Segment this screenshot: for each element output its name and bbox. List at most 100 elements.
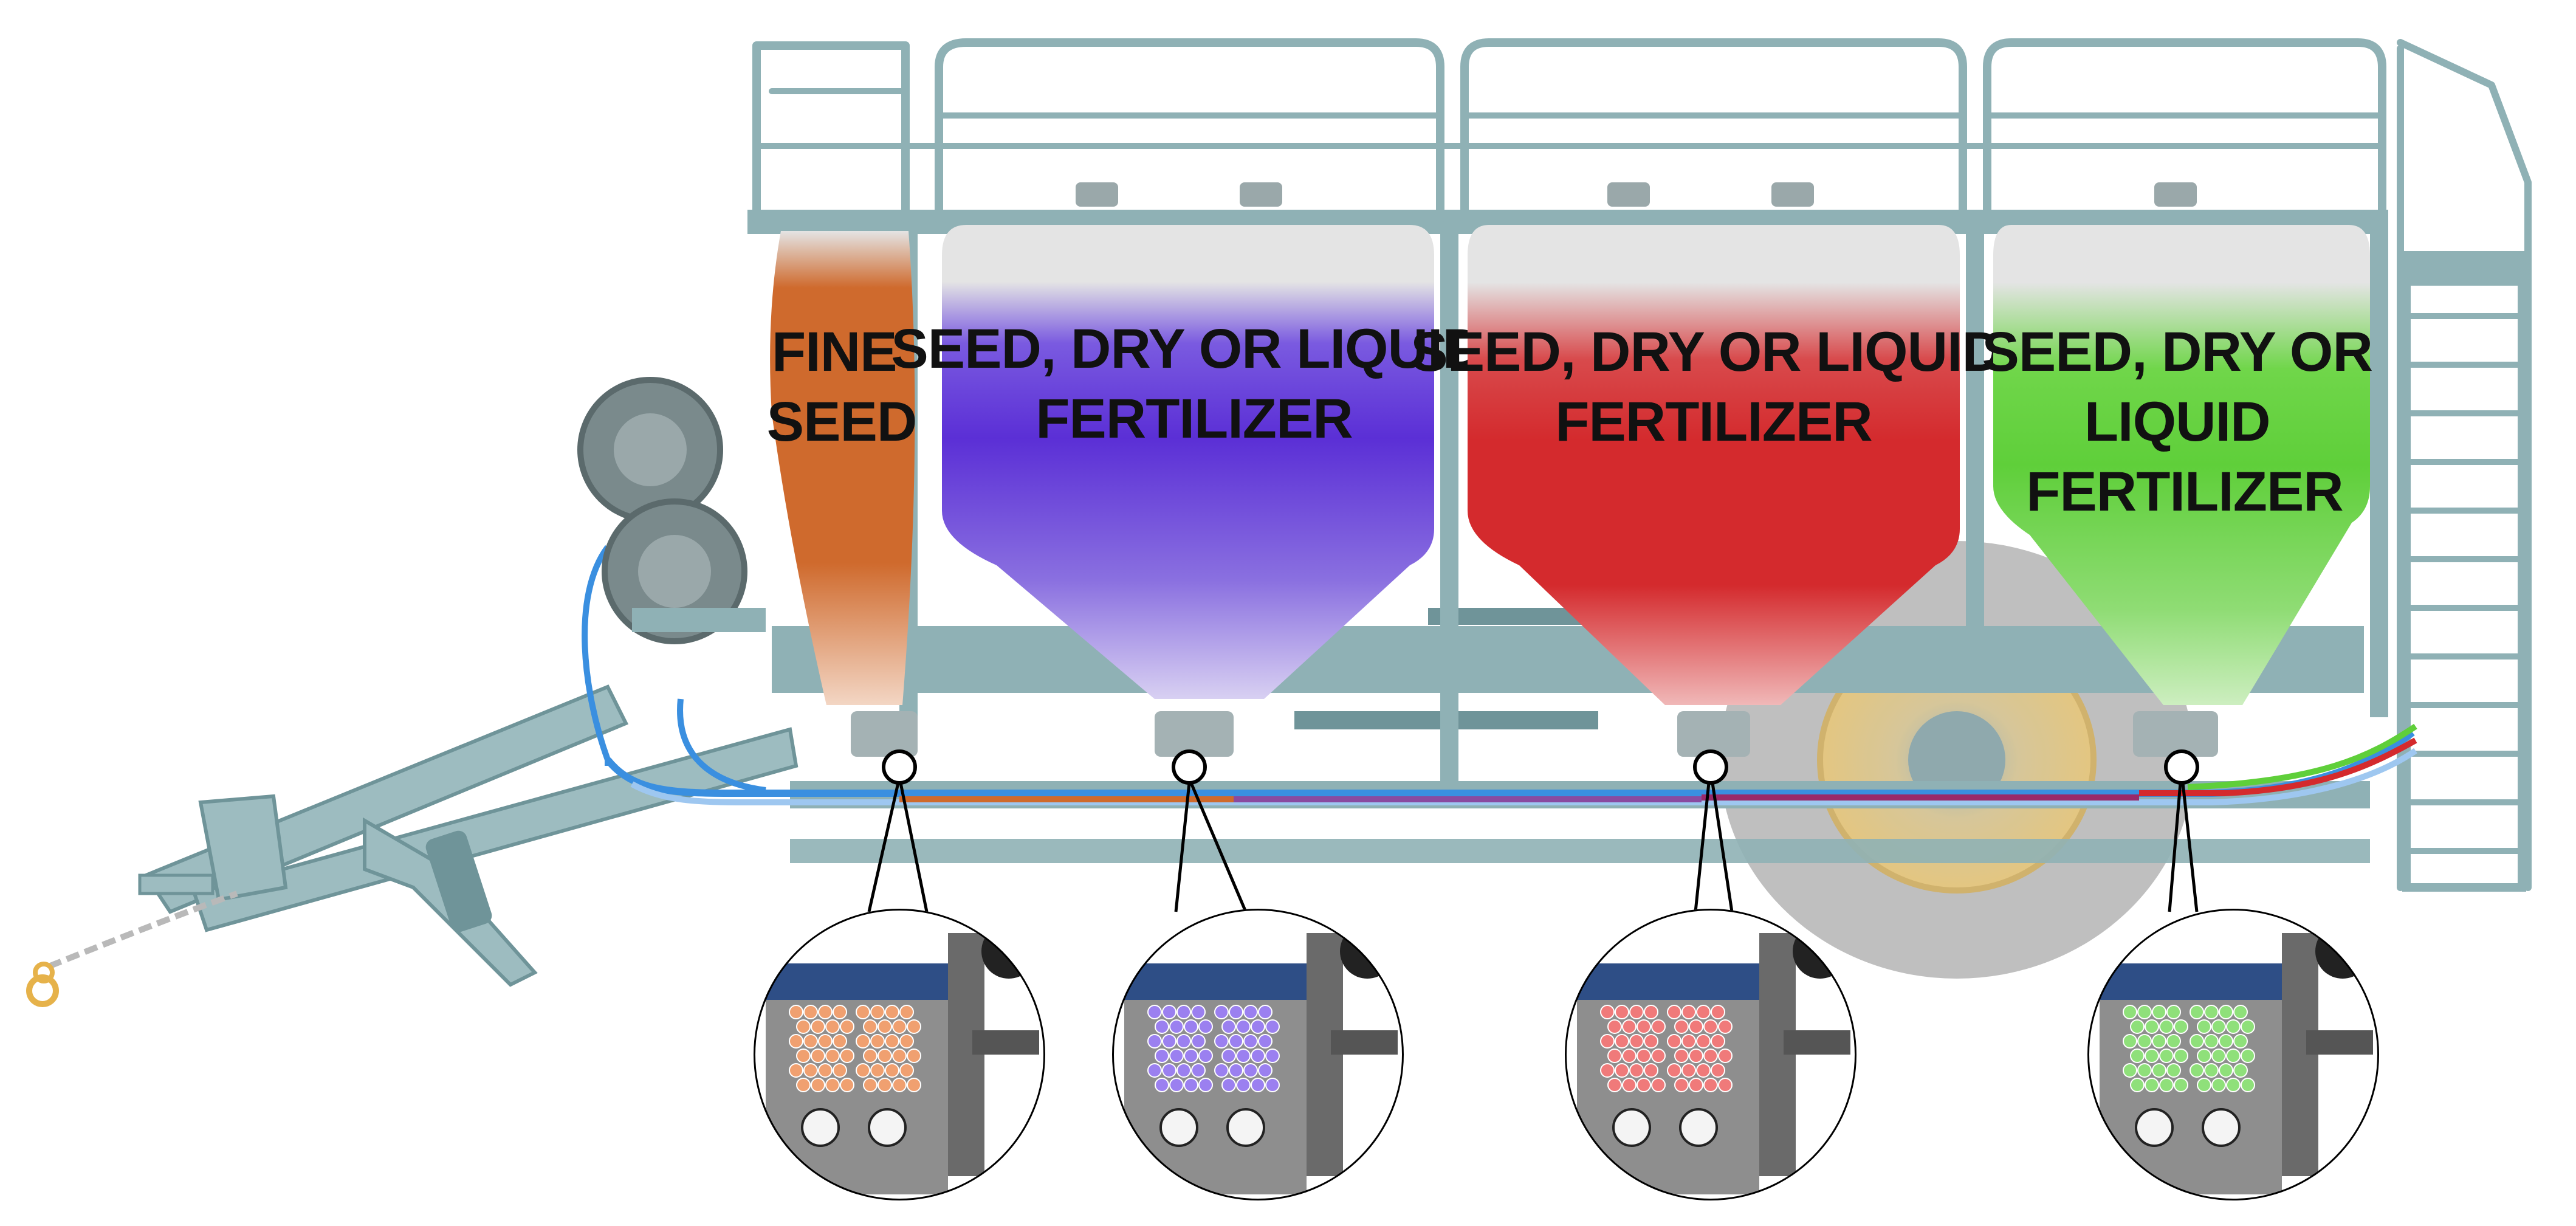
meter-detail-particle [2152,1034,2166,1049]
meter-detail-particle [892,1019,907,1034]
meter-detail-particle [1711,1034,1725,1049]
meter-detail-particle [899,1005,914,1019]
meter-detail-particle [878,1019,892,1034]
meter-detail-housing [1577,988,1759,1194]
meter-detail-particle [1607,1049,1622,1063]
meter-detail-roller [1124,963,1307,1000]
tank-2-line-1: SEED, DRY OR LIQUID [1410,321,2002,383]
meter-detail-particle [825,1078,840,1092]
meter-detail-particle [1191,1005,1206,1019]
meter-detail-particle [2174,1019,2188,1034]
meter-detail-particle [2123,1005,2137,1019]
meter-detail-particle [1236,1078,1251,1092]
meter-detail-particle [856,1063,870,1078]
meter-detail-particle [833,1005,847,1019]
meter-detail-particle [2211,1078,2226,1092]
meter-detail-particle [870,1034,885,1049]
meter-detail-particle [2241,1019,2255,1034]
meter-detail-particle [1221,1019,1236,1034]
meter-detail-particle [856,1034,870,1049]
meter-detail-particle [1184,1019,1198,1034]
meter-detail-particle [2226,1078,2241,1092]
meter-detail-particle [1644,1005,1658,1019]
meter-detail-particle [2152,1063,2166,1078]
meter-detail-particle [2233,1034,2248,1049]
meter-detail-particle [1169,1019,1184,1034]
meter-detail-particle [1251,1049,1265,1063]
meter-detail-particle [2174,1049,2188,1063]
meter-detail-particle [2190,1063,2204,1078]
meter-detail-particle [1615,1034,1629,1049]
meter-detail-particle [1265,1049,1280,1063]
meter-detail-particle [1651,1019,1666,1034]
tank-meters [851,711,2218,757]
meter-detail-particle [1155,1019,1169,1034]
meter-detail-particle [1243,1034,1258,1049]
meter-detail-housing [1124,988,1307,1194]
meter-detail-particle [1644,1063,1658,1078]
meter-detail-particle [1600,1063,1615,1078]
meter-detail-particle [2241,1049,2255,1063]
meter-detail-particle [885,1063,899,1078]
meter-detail-particle [1155,1049,1169,1063]
tank-fine-seed-line-2: SEED [767,391,917,453]
meter-detail-particle [1600,1034,1615,1049]
meter-detail-particle [2219,1034,2233,1049]
meter-detail-housing [766,988,948,1194]
meter-detail-particle [907,1049,921,1063]
meter-detail-particle [803,1063,818,1078]
meter-detail-particle [1258,1005,1273,1019]
meter-detail-particle [833,1063,847,1078]
meter-detail-particle [1229,1063,1243,1078]
meter-detail-particle [1184,1078,1198,1092]
tank-3-line-3: FERTILIZER [2026,461,2343,523]
meter-detail-zoom [868,1108,907,1147]
meter-detail-particle [1214,1063,1229,1078]
meter-detail-particle [1637,1019,1651,1034]
meter-detail-particle [1703,1019,1718,1034]
meter-detail-particle [2226,1019,2241,1034]
meter-detail-particle [2190,1005,2204,1019]
meter-detail-particle [1251,1019,1265,1034]
meter-detail-particle [1615,1005,1629,1019]
railing [752,38,2532,891]
meter-detail-particle [1607,1019,1622,1034]
meter-detail-zoom [2202,1108,2241,1147]
meter-detail-particle [2123,1034,2137,1049]
meter-detail-zoom [1159,1108,1198,1147]
tank-fine-seed: FINE SEED [767,231,917,705]
meter-detail-particle [825,1049,840,1063]
meter-detail-particle [863,1019,878,1034]
meter-detail-particle [811,1019,825,1034]
meter-detail-particle [1176,1005,1191,1019]
meter-detail-particle [1674,1078,1689,1092]
meter-detail-particle [2211,1049,2226,1063]
meter-detail-particle [2166,1063,2181,1078]
meter-detail-particle [811,1078,825,1092]
meter-detail-particle [2130,1019,2145,1034]
meter-detail-motor [1340,924,1395,979]
meter-detail-particle [1703,1078,1718,1092]
meter-detail-particle [1214,1034,1229,1049]
meter-detail-particle [2145,1019,2159,1034]
meter-detail-particle [1169,1078,1184,1092]
meter-detail-particle [1718,1078,1733,1092]
tank-3-line-2: LIQUID [2084,391,2270,453]
meter-detail-motor [2315,924,2370,979]
meter-detail-particle [2145,1049,2159,1063]
meter-fine-seed [754,909,1045,1200]
meter-detail-particle [1651,1078,1666,1092]
meter-detail-particle [1696,1063,1711,1078]
meter-detail-particle [1221,1049,1236,1063]
meter-detail-particle [2197,1078,2211,1092]
meter-detail-particle [2241,1078,2255,1092]
meter-detail-particle [789,1063,803,1078]
meter-detail-particle [885,1034,899,1049]
meter-detail-particle [2219,1005,2233,1019]
meter-detail-particle [2197,1049,2211,1063]
meter-detail-particle [1229,1005,1243,1019]
meter-detail-particle [1258,1034,1273,1049]
hose-reel-icon [577,377,766,644]
